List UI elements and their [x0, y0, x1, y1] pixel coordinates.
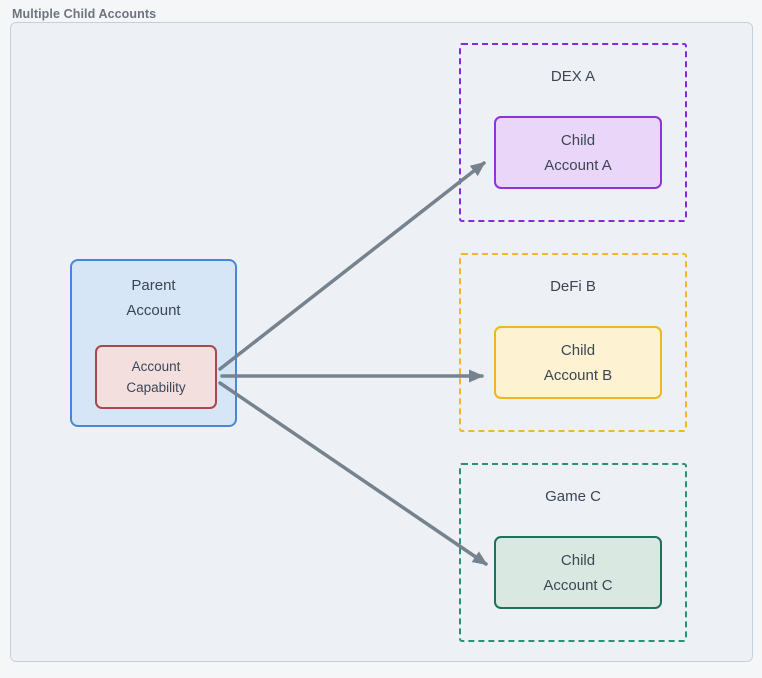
- parent-account-node: Parent Account Account Capability: [70, 259, 237, 427]
- child-account-b-label: Child Account B: [543, 341, 613, 384]
- diagram-title: Multiple Child Accounts: [12, 7, 157, 21]
- zone-dex-a: DEX A Child Account A: [459, 43, 687, 222]
- zone-game-c: Game C Child Account C: [459, 463, 687, 642]
- child-account-c-label: Child Account C: [543, 551, 613, 594]
- zone-defi-b: DeFi B Child Account B: [459, 253, 687, 432]
- zone-dex-a-label: DEX A: [550, 68, 596, 85]
- child-account-c-node: Child Account C: [494, 536, 662, 609]
- child-account-a-label: Child Account A: [544, 131, 612, 174]
- account-capability-label: Account Capability: [126, 359, 186, 395]
- zone-game-c-label: Game C: [545, 488, 601, 505]
- parent-account-label: Parent Account: [126, 277, 181, 319]
- child-account-a-node: Child Account A: [494, 116, 662, 189]
- child-account-b-node: Child Account B: [494, 326, 662, 399]
- account-capability-node: Account Capability: [95, 345, 217, 409]
- zone-defi-b-label: DeFi B: [550, 278, 596, 295]
